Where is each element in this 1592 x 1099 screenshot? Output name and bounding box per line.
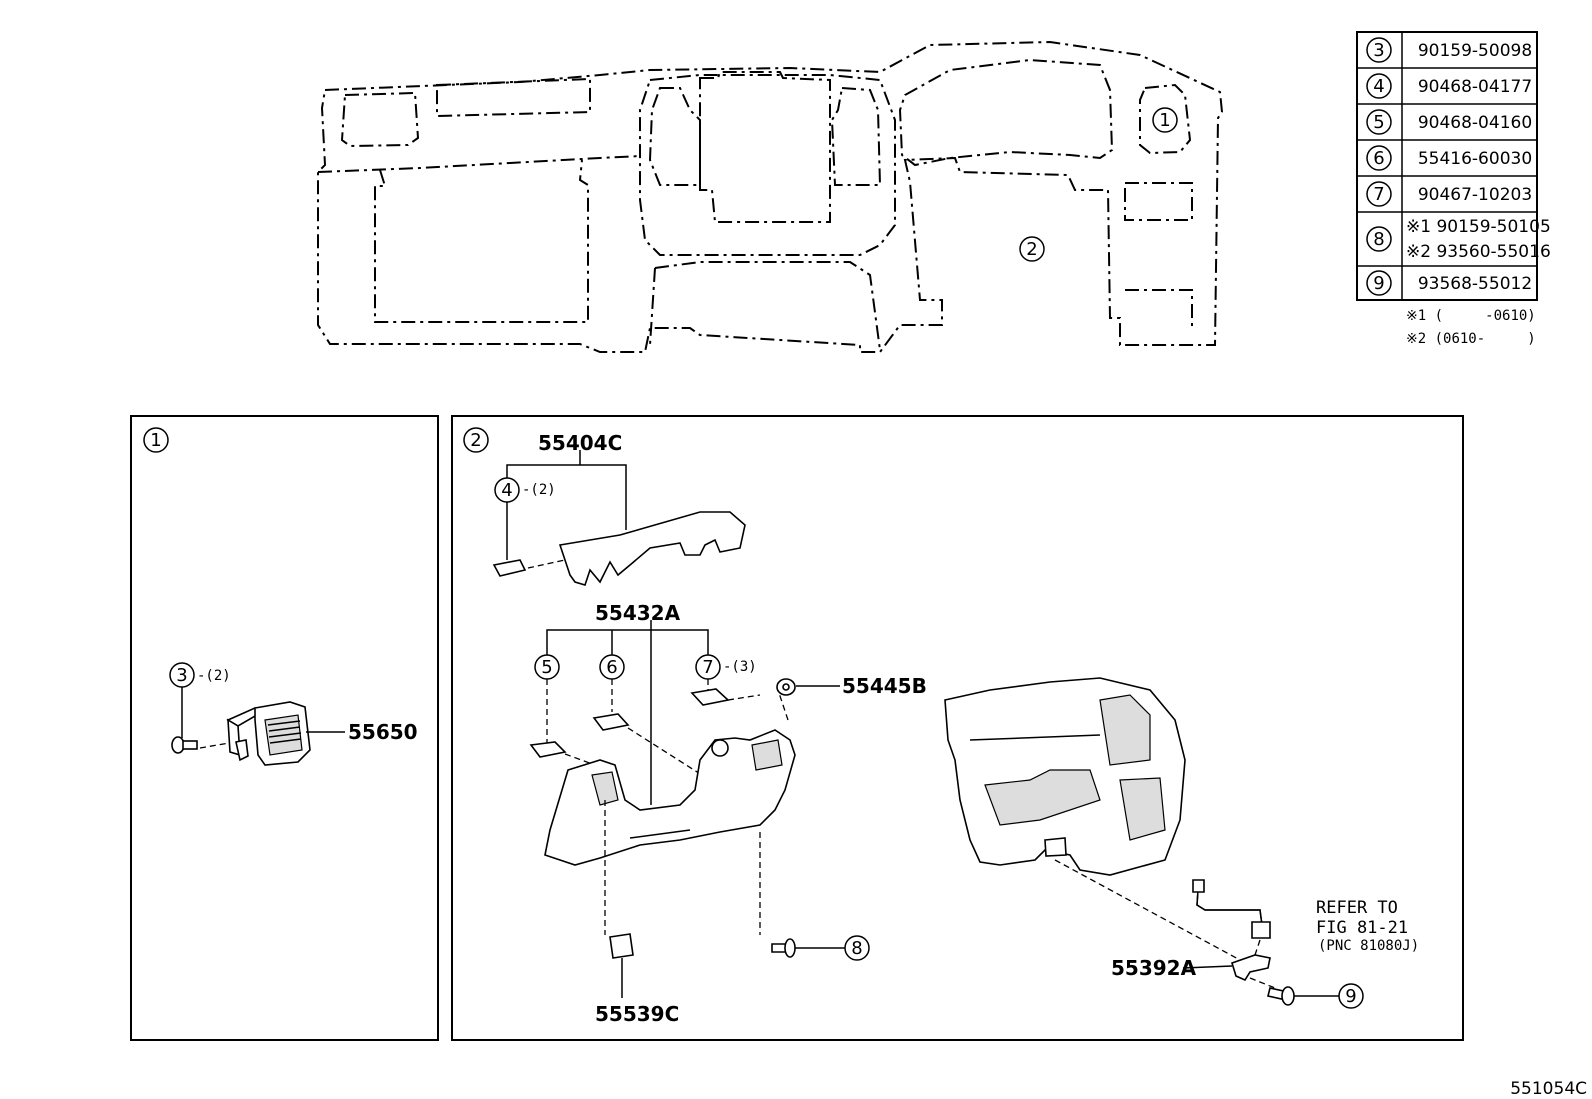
bolt-icon [771, 938, 796, 958]
cap-55539C-icon [609, 933, 634, 959]
table-row: 4 90468-04177 [1366, 73, 1532, 99]
svg-text:90159-50098: 90159-50098 [1418, 41, 1532, 61]
svg-text:90467-10203: 90467-10203 [1418, 185, 1532, 205]
ref-3-qty: -(2) [197, 668, 231, 684]
bracket-55392A-icon [1231, 954, 1271, 982]
part-number-table: 3 90159-50098 4 90468-04177 5 90468-0416… [1356, 31, 1551, 347]
ref-5-label: 5 [541, 657, 552, 678]
clip-6-icon [592, 713, 630, 731]
clip-icon [492, 559, 527, 577]
svg-text:8: 8 [1373, 229, 1384, 250]
table-row: 3 90159-50098 [1366, 37, 1532, 63]
dashboard-overview [317, 40, 1224, 353]
upper-trim-panel [558, 511, 746, 586]
svg-text:7: 7 [1373, 184, 1384, 205]
clip-7-icon [690, 688, 730, 706]
ref-4-label: 4 [501, 480, 512, 501]
ref-3-label: 3 [176, 665, 187, 686]
svg-text:6: 6 [1373, 148, 1384, 169]
panel-2-title: 2 [470, 430, 481, 451]
svg-text:※1 90159-50105: ※1 90159-50105 [1406, 217, 1551, 237]
detail-panel-2: 2 55404C 4 -(2) 55432A 5 6 7 -(3) [451, 415, 1464, 1041]
ref-8-label: 8 [851, 938, 862, 959]
svg-text:2: 2 [1026, 239, 1037, 260]
part-label-55432A: 55432A [595, 601, 681, 625]
part-label-55392A: 55392A [1111, 956, 1197, 980]
table-note-1: ※1 ( -0610) [1406, 308, 1536, 324]
table-row: 6 55416-60030 [1366, 145, 1532, 171]
table-row: 8 ※1 90159-50105 ※2 93560-55016 [1366, 217, 1551, 262]
ref-7-qty: -(3) [723, 659, 757, 675]
svg-text:90468-04160: 90468-04160 [1418, 113, 1532, 133]
ref-9-label: 9 [1345, 986, 1356, 1007]
table-row: 9 93568-55012 [1366, 270, 1532, 296]
svg-text:4: 4 [1373, 76, 1384, 97]
svg-text:93568-55012: 93568-55012 [1418, 274, 1532, 294]
refer-text-line3: (PNC 81080J) [1318, 938, 1419, 954]
refer-text-line1: REFER TO [1316, 898, 1398, 918]
ref-6-label: 6 [606, 657, 617, 678]
panel-1-title: 1 [150, 430, 161, 451]
clip-55445B-icon [776, 678, 796, 696]
ref-4-qty: -(2) [522, 482, 556, 498]
screw-icon [171, 736, 198, 754]
figure-code: 551054C [1510, 1079, 1587, 1099]
table-row: 7 90467-10203 [1366, 181, 1532, 207]
part-label-55539C: 55539C [595, 1002, 679, 1026]
bolt-9-icon [1267, 986, 1295, 1006]
table-row: 5 90468-04160 [1366, 109, 1532, 135]
table-note-2: ※2 (0610- ) [1406, 331, 1536, 347]
overview-callout-2: 2 [1019, 236, 1045, 262]
svg-text:9: 9 [1373, 273, 1384, 294]
svg-text:55416-60030: 55416-60030 [1418, 149, 1532, 169]
svg-text:1: 1 [1159, 110, 1170, 131]
svg-text:※2 93560-55016: ※2 93560-55016 [1406, 242, 1551, 262]
vent-register-icon [226, 701, 311, 766]
clip-5-icon [529, 741, 567, 758]
part-label-55650: 55650 [348, 720, 418, 744]
part-label-55445B: 55445B [842, 674, 927, 698]
refer-text-line2: FIG 81-21 [1316, 918, 1408, 938]
lower-finish-panel [544, 729, 796, 866]
svg-text:3: 3 [1373, 40, 1384, 61]
ref-7-label: 7 [702, 657, 713, 678]
svg-text:5: 5 [1373, 112, 1384, 133]
svg-text:90468-04177: 90468-04177 [1418, 77, 1532, 97]
overview-callout-1: 1 [1152, 107, 1178, 133]
detail-panel-1: 1 3 -(2) 55650 [130, 415, 439, 1041]
